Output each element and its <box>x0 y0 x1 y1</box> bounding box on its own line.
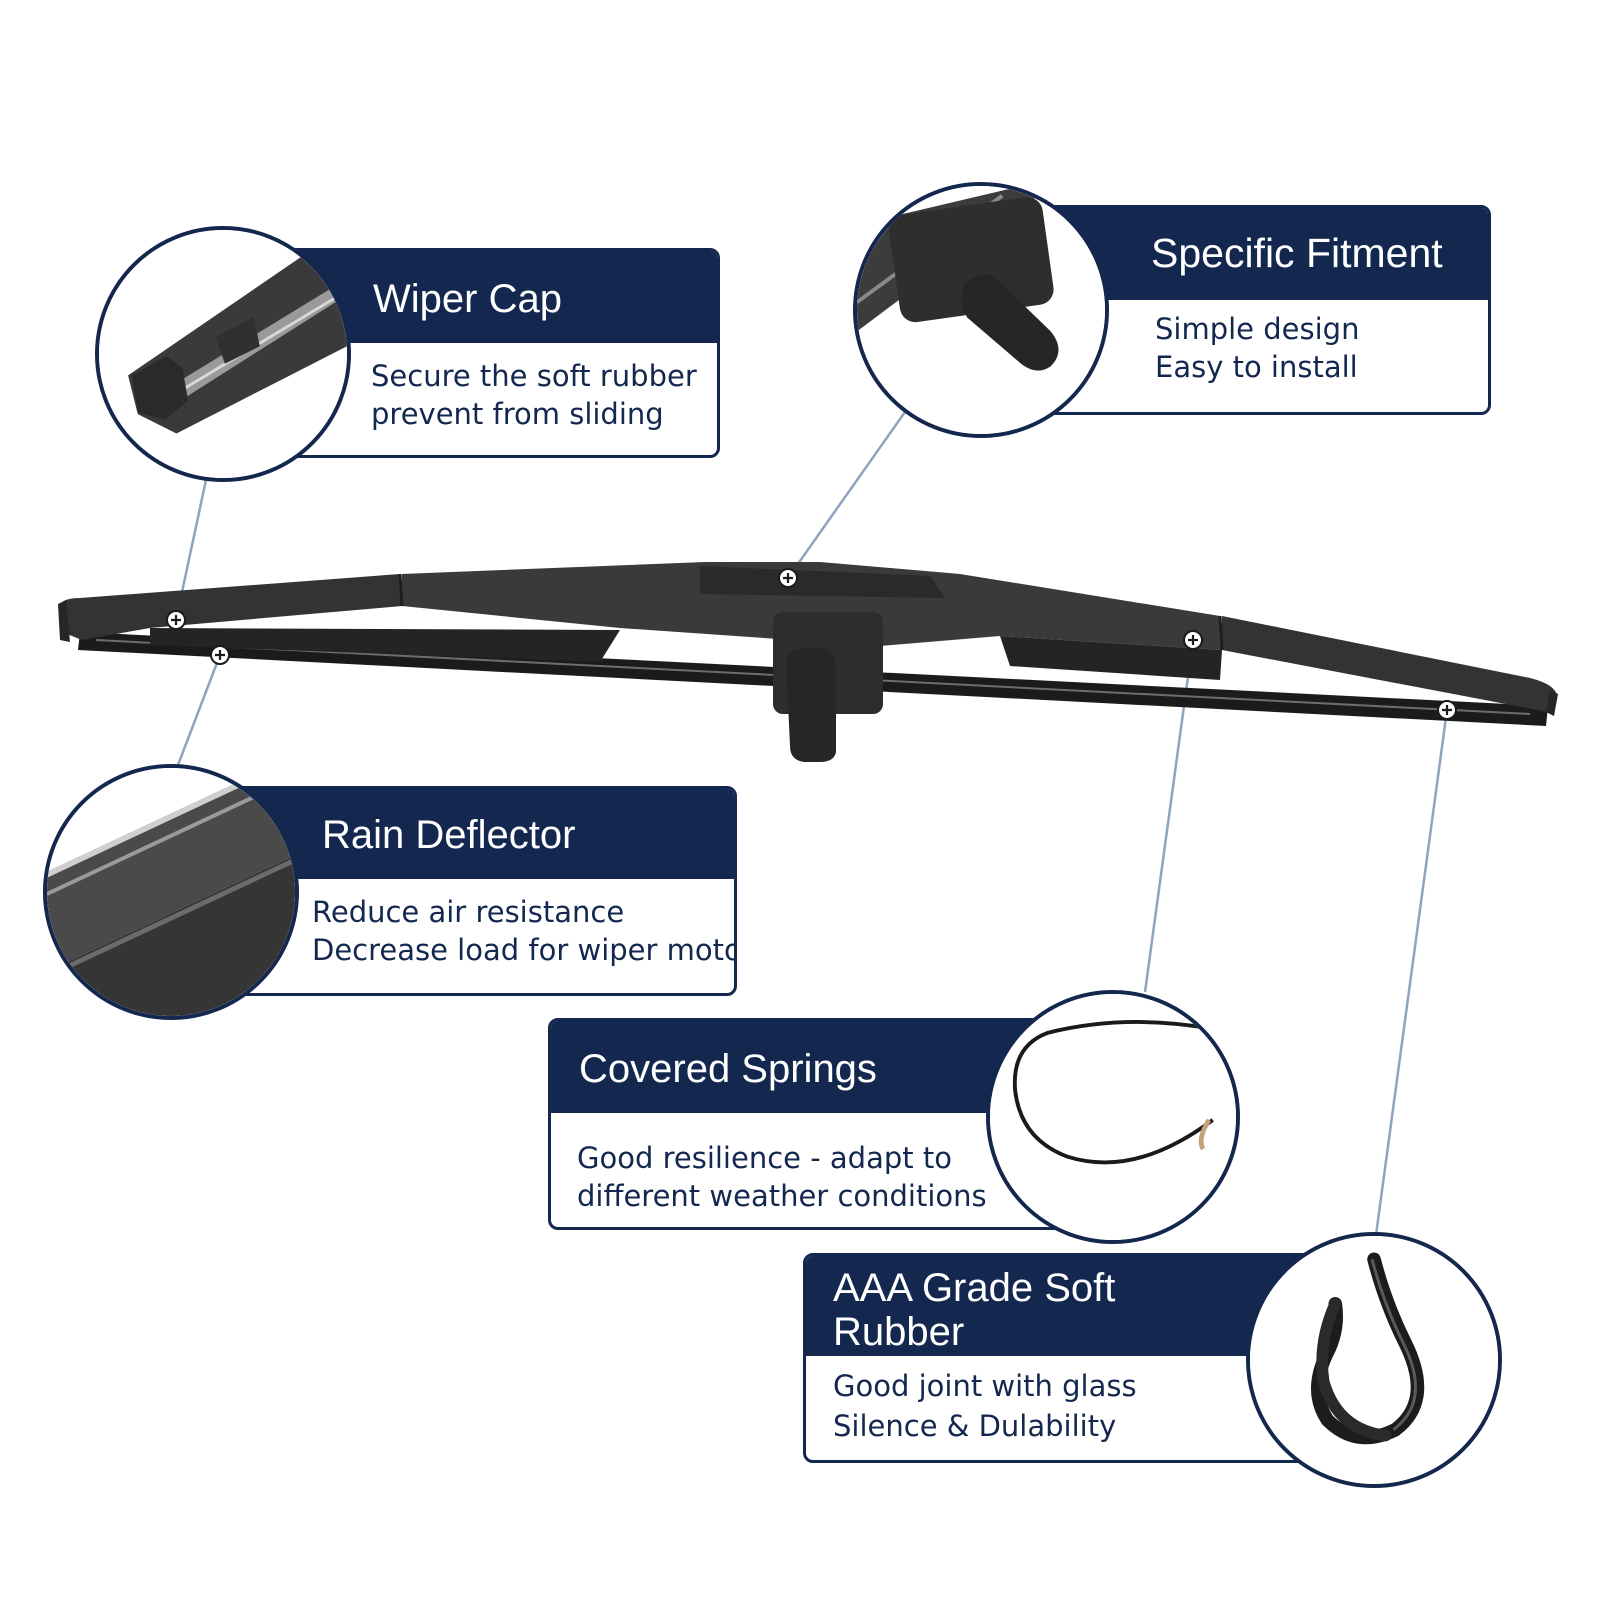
leader-line-rain-deflector <box>176 654 222 766</box>
spoiler-joint-left <box>398 573 404 607</box>
feature-title-covered-springs: Covered Springs <box>551 1021 1063 1113</box>
rubber-strip-closeup-icon <box>1246 1232 1502 1488</box>
marker-specific-fitment <box>778 568 798 588</box>
feature-card-rain-deflector: Rain Deflector Reduce air resistance Dec… <box>215 786 737 996</box>
spring-closeup-icon <box>986 990 1240 1244</box>
feature-desc-line: Simple design <box>1155 312 1360 346</box>
feature-desc-line: Easy to install <box>1155 350 1358 384</box>
center-adapter-pin <box>786 648 836 762</box>
feature-desc-line: Decrease load for wiper motor <box>312 933 737 967</box>
marker-covered-springs <box>1183 630 1203 650</box>
feature-card-covered-springs: Covered Springs Good resilience - adapt … <box>548 1018 1066 1230</box>
adapter-closeup-icon <box>853 182 1109 438</box>
feature-desc-aaa-rubber: Good joint with glass Silence & Dulabili… <box>806 1356 1320 1446</box>
spoiler-center <box>402 562 1222 650</box>
feature-desc-covered-springs: Good resilience - adapt to different wea… <box>551 1113 1063 1215</box>
deflector-closeup-icon <box>43 764 299 1020</box>
feature-desc-line: Silence & Dulability <box>833 1409 1117 1443</box>
feature-desc-line: Reduce air resistance <box>312 895 625 929</box>
feature-title-aaa-rubber: AAA Grade Soft Rubber <box>806 1256 1320 1356</box>
callout-markers <box>166 568 1457 720</box>
feature-title-line: AAA Grade Soft <box>833 1266 1116 1310</box>
feature-title-rain-deflector: Rain Deflector <box>218 789 734 879</box>
feature-desc-line: prevent from sliding <box>371 397 664 431</box>
feature-card-aaa-rubber: AAA Grade Soft Rubber Good joint with gl… <box>803 1253 1323 1463</box>
feature-desc-wiper-cap: Secure the soft rubber prevent from slid… <box>243 343 717 433</box>
spoiler-joint-right <box>1218 615 1224 651</box>
marker-aaa-rubber <box>1437 700 1457 720</box>
feature-desc-specific-fitment: Simple design Easy to install <box>1018 300 1488 386</box>
spoiler-left <box>60 574 402 640</box>
wiper-cap-closeup-icon <box>95 226 351 482</box>
end-cap-right <box>1546 690 1558 716</box>
spoiler-right <box>1222 616 1557 712</box>
leader-line-aaa-rubber <box>1374 709 1449 1236</box>
feature-desc-line: Good resilience - adapt to <box>577 1141 952 1175</box>
marker-wiper-cap <box>166 610 186 630</box>
spoiler-lower-left <box>150 628 620 662</box>
wiper-blade <box>58 562 1558 762</box>
feature-desc-line: Good joint with glass <box>833 1369 1137 1403</box>
feature-desc-line: Secure the soft rubber <box>371 359 697 393</box>
marker-rain-deflector <box>210 645 230 665</box>
end-cap-left <box>58 600 70 642</box>
feature-desc-line: different weather conditions <box>577 1179 987 1213</box>
feature-title-line: Rubber <box>833 1310 965 1354</box>
leader-line-specific-fitment <box>786 411 907 579</box>
spoiler-lower-right <box>1000 636 1222 680</box>
feature-desc-rain-deflector: Reduce air resistance Decrease load for … <box>218 879 734 969</box>
spoiler-center-slot <box>700 566 945 598</box>
